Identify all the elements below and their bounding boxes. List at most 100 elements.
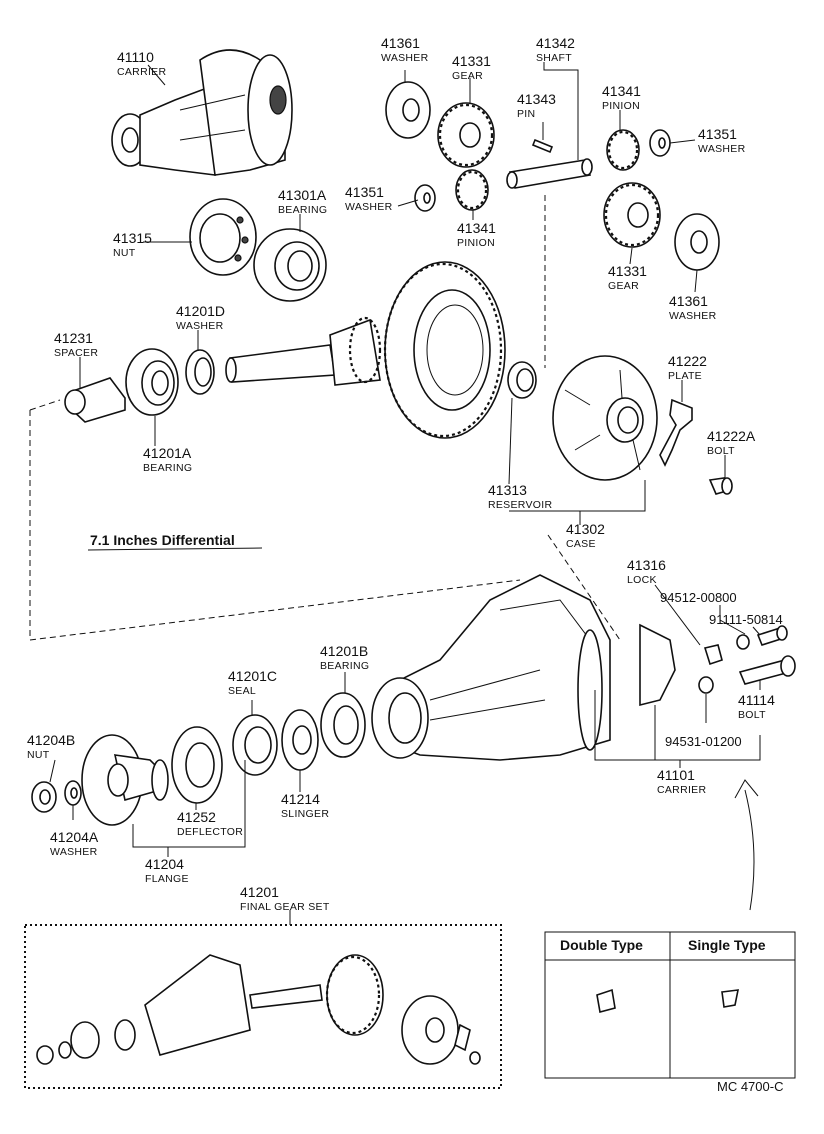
final-gear-set-frame xyxy=(24,924,502,1089)
washer-41361-top-drawing xyxy=(385,81,431,139)
label-91111-50814: 91111-50814 xyxy=(709,612,783,627)
svg-text:41361: 41361 xyxy=(669,293,708,309)
section-title: 7.1 Inches Differential xyxy=(87,532,263,551)
svg-text:LOCK: LOCK xyxy=(627,574,657,586)
svg-text:41351: 41351 xyxy=(345,184,384,200)
label-41331-top: 41331 GEAR xyxy=(452,53,491,82)
bolt-41114-drawing xyxy=(738,655,796,685)
label-41361-top: 41361 WASHER xyxy=(381,35,429,64)
pin-41343-drawing xyxy=(531,138,554,154)
label-41341-middle: 41341 PINION xyxy=(457,220,496,249)
washer-41361-right-drawing xyxy=(674,213,720,271)
svg-text:NUT: NUT xyxy=(113,247,136,259)
ring-gear-drawing xyxy=(383,261,506,439)
label-41204a: 41204A WASHER xyxy=(50,829,99,858)
svg-text:41204A: 41204A xyxy=(50,829,99,845)
label-41204b: 41204B NUT xyxy=(27,732,75,761)
svg-text:41302: 41302 xyxy=(566,521,605,537)
svg-text:41341: 41341 xyxy=(457,220,496,236)
svg-text:41201D: 41201D xyxy=(176,303,225,319)
svg-text:SPACER: SPACER xyxy=(54,347,98,359)
gear-41331-top-drawing xyxy=(437,102,495,168)
slinger-41214-drawing xyxy=(281,709,319,771)
washer-41204a-drawing xyxy=(64,780,82,806)
bearing-41301a-drawing xyxy=(253,228,327,302)
label-41343: 41343 PIN xyxy=(517,91,556,120)
svg-text:41341: 41341 xyxy=(602,83,641,99)
svg-text:BEARING: BEARING xyxy=(143,462,192,474)
svg-text:41201: 41201 xyxy=(240,884,279,900)
pinion-41341-middle-drawing xyxy=(455,169,489,211)
label-41302: 41302 CASE xyxy=(566,521,605,550)
svg-text:CARRIER: CARRIER xyxy=(657,784,706,796)
label-41331-right: 41331 GEAR xyxy=(608,263,647,292)
final-gear-set-thumbnail xyxy=(36,954,481,1065)
svg-text:41252: 41252 xyxy=(177,809,216,825)
svg-text:41201B: 41201B xyxy=(320,643,368,659)
svg-text:CARRIER: CARRIER xyxy=(117,66,166,78)
label-41316: 41316 LOCK xyxy=(627,557,666,586)
label-41114: 41114 BOLT xyxy=(738,692,775,721)
label-41201c: 41201C SEAL xyxy=(228,668,277,697)
deflector-41252-drawing xyxy=(171,726,223,804)
label-41222: 41222 PLATE xyxy=(668,353,707,382)
spacer-41231-drawing xyxy=(64,377,126,423)
washer-41201d-drawing xyxy=(185,349,215,395)
svg-text:GEAR: GEAR xyxy=(608,280,639,292)
svg-text:WASHER: WASHER xyxy=(381,52,429,64)
svg-text:41231: 41231 xyxy=(54,330,93,346)
label-41342: 41342 SHAFT xyxy=(536,35,575,64)
carrier-41101-drawing xyxy=(371,574,611,761)
svg-text:WASHER: WASHER xyxy=(669,310,717,322)
svg-text:SEAL: SEAL xyxy=(228,685,256,697)
svg-text:41201A: 41201A xyxy=(143,445,192,461)
drive-pinion-drawing xyxy=(225,316,382,386)
gear-41331-right-drawing xyxy=(603,182,661,248)
label-41204: 41204 FLANGE xyxy=(145,856,189,885)
svg-text:41101: 41101 xyxy=(657,767,695,783)
svg-text:BEARING: BEARING xyxy=(278,204,327,216)
plate-41222-drawing xyxy=(659,398,693,467)
diagram-code: MC 4700-C xyxy=(717,1079,783,1094)
svg-text:RESERVOIR: RESERVOIR xyxy=(488,499,552,511)
bolt-41222a-drawing xyxy=(708,477,733,495)
label-41231: 41231 SPACER xyxy=(54,330,98,359)
svg-text:PINION: PINION xyxy=(457,237,495,249)
svg-text:41204: 41204 xyxy=(145,856,184,872)
label-41351-top: 41351 WASHER xyxy=(698,126,746,155)
label-41315: 41315 NUT xyxy=(113,230,152,259)
svg-text:41316: 41316 xyxy=(627,557,666,573)
svg-text:41331: 41331 xyxy=(608,263,647,279)
label-41201d: 41201D WASHER xyxy=(176,303,225,332)
svg-text:BEARING: BEARING xyxy=(320,660,369,672)
svg-text:FLANGE: FLANGE xyxy=(145,873,189,885)
washer-94512-drawing xyxy=(736,634,750,650)
svg-text:PIN: PIN xyxy=(517,108,535,120)
flange-41204-drawing xyxy=(81,734,169,826)
svg-text:41342: 41342 xyxy=(536,35,575,51)
svg-text:NUT: NUT xyxy=(27,749,50,761)
bolt-91111-drawing xyxy=(756,625,788,646)
svg-text:FINAL GEAR SET: FINAL GEAR SET xyxy=(240,901,330,913)
svg-text:SLINGER: SLINGER xyxy=(281,808,329,820)
label-41201a: 41201A BEARING xyxy=(143,445,192,474)
label-41222a: 41222A BOLT xyxy=(707,428,756,457)
nut-41315-drawing xyxy=(189,198,257,276)
seal-41201c-drawing xyxy=(232,714,278,776)
nut-41204b-drawing xyxy=(31,781,57,813)
svg-text:41301A: 41301A xyxy=(278,187,327,203)
pinion-41341-top-drawing xyxy=(606,129,640,171)
svg-text:41222: 41222 xyxy=(668,353,707,369)
svg-text:41222A: 41222A xyxy=(707,428,756,444)
svg-text:41214: 41214 xyxy=(281,791,320,807)
label-41361-right: 41361 WASHER xyxy=(669,293,717,322)
label-41110: 41110 CARRIER xyxy=(117,49,166,78)
svg-text:SHAFT: SHAFT xyxy=(536,52,572,64)
svg-text:41110: 41110 xyxy=(117,49,154,65)
lock-type-table xyxy=(544,931,796,1079)
svg-text:WASHER: WASHER xyxy=(698,143,746,155)
svg-text:PINION: PINION xyxy=(602,100,640,112)
svg-text:DEFLECTOR: DEFLECTOR xyxy=(177,826,243,838)
svg-text:WASHER: WASHER xyxy=(345,201,393,213)
washer-41351-middle-drawing xyxy=(414,184,436,212)
